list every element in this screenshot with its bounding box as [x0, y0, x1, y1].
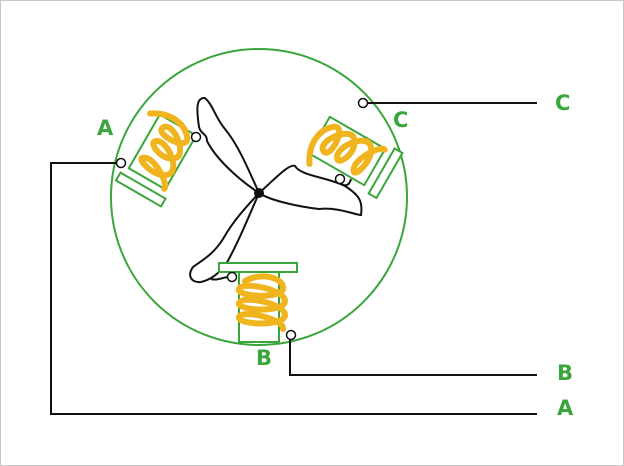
terminal-c-point	[357, 97, 369, 109]
coil-a-pole-shoe	[114, 171, 167, 208]
rotor-hub	[254, 188, 264, 198]
coil-b	[218, 262, 298, 343]
terminal-a-point	[115, 157, 127, 169]
pole-label-c: C	[393, 108, 409, 132]
wire-phase-a	[50, 162, 537, 415]
coil-a-winding	[138, 110, 191, 192]
coil-c-end-point	[334, 173, 346, 185]
stator-circle	[110, 48, 408, 346]
pole-label-b: B	[256, 346, 273, 370]
terminal-label-b: B	[557, 361, 574, 385]
coil-b-winding	[235, 273, 289, 332]
coil-a	[114, 110, 198, 208]
coil-b-pole-shoe	[218, 262, 298, 273]
coil-a-end-point	[190, 131, 202, 143]
terminal-b-point	[285, 329, 297, 341]
pole-label-a: A	[97, 116, 114, 140]
terminal-label-c: C	[555, 91, 571, 115]
wire-phase-b	[289, 337, 537, 376]
coil-c	[306, 115, 404, 200]
rotor-arms	[189, 97, 363, 284]
coil-c-pole-shoe	[367, 147, 404, 200]
coil-c-winding	[306, 123, 388, 176]
coil-b-end-point	[226, 271, 238, 283]
terminal-label-a: A	[557, 396, 574, 420]
